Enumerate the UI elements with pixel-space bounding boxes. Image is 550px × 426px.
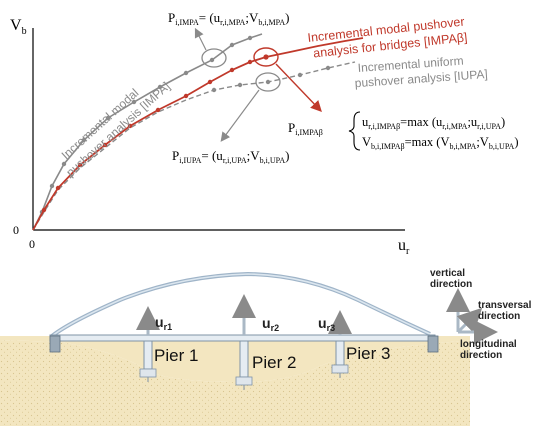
origin-x-label: 0 bbox=[29, 237, 35, 251]
pier-2 bbox=[235, 340, 253, 390]
bridge-deck bbox=[49, 334, 436, 342]
pier-3 bbox=[331, 340, 349, 378]
pier-3-label: Pier 3 bbox=[346, 344, 390, 363]
iupa-leader-arrow bbox=[220, 89, 260, 142]
iupa-point-circle bbox=[255, 72, 281, 92]
y-axis-label: Vb bbox=[10, 17, 27, 37]
u-max-equation: ur,i,IMPAβ=max (ur,i,MPA;ur,i,UPA) bbox=[362, 115, 505, 131]
p-impa-equation: Pi,IMPA= (ur,i,MPA;Vb,i,MPA) bbox=[168, 10, 290, 27]
p-iupa-equation: Pi,IUPA= (ur,i,UPA;Vb,i,UPA) bbox=[172, 148, 290, 165]
impa-label-line2: pushover analysis [IMPA] bbox=[63, 79, 172, 179]
iupa-curve bbox=[32, 61, 356, 231]
transversal-direction-arrow bbox=[456, 307, 483, 334]
impab-point-circle bbox=[253, 47, 279, 67]
p-impab-label: Pi,IMPAβ bbox=[288, 120, 323, 137]
iupa-curve-label: Incremental uniform pushover analysis [I… bbox=[354, 54, 488, 91]
origin-y-label: 0 bbox=[13, 223, 19, 237]
v-max-equation: Vb,i,IMPAβ=max (Vb,i,MPA;Vb,i,UPA) bbox=[362, 135, 518, 151]
impa-point-circle bbox=[201, 48, 227, 68]
soil-ground bbox=[0, 340, 470, 426]
x-axis-label: ur bbox=[398, 237, 410, 257]
ur3-label: ur3 bbox=[318, 315, 335, 333]
ur2-label: ur2 bbox=[262, 315, 279, 333]
impa-curve-label: Incremental modal pushover analysis [IMP… bbox=[59, 79, 173, 179]
iupa-points bbox=[211, 65, 331, 93]
pier-1 bbox=[139, 340, 157, 382]
equation-brace bbox=[348, 111, 361, 151]
pushover-chart: Vb ur 0 0 bbox=[10, 10, 518, 257]
pier-2-label: Pier 2 bbox=[252, 353, 296, 372]
soil-ground-top bbox=[0, 336, 470, 382]
ur1-label: ur1 bbox=[155, 314, 172, 332]
impab-curve bbox=[32, 37, 364, 231]
impa-leader-arrow bbox=[194, 27, 207, 51]
impa-points bbox=[39, 35, 253, 215]
impab-leader-arrow bbox=[275, 63, 322, 113]
left-abutment bbox=[49, 335, 61, 353]
pier-1-label: Pier 1 bbox=[154, 346, 198, 365]
impab-points bbox=[41, 54, 269, 213]
bridge-schematic: ur1 ur2 ur3 Pier 1 Pier 2 Pier 3 vertica… bbox=[0, 268, 532, 426]
right-abutment bbox=[427, 335, 439, 353]
impab-curve-label: Incremental modal pushover analysis for … bbox=[307, 15, 468, 61]
